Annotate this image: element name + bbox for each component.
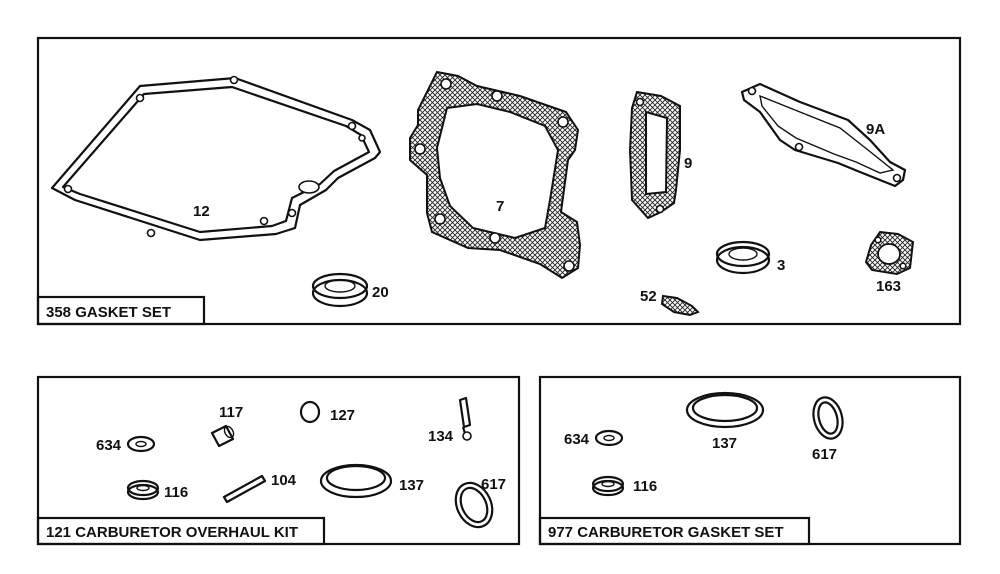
part-52-gasket: 52 <box>640 288 700 317</box>
kit-gasket-set: 358 GASKET SET 12 7 <box>36 36 962 326</box>
label-617: 617 <box>812 446 837 463</box>
label-116: 116 <box>633 478 657 495</box>
part-634-washer: 634 <box>96 435 156 454</box>
part-134-needle: 134 <box>428 396 472 445</box>
label-52: 52 <box>640 288 657 305</box>
gasket-set-title: 358 GASKET SET <box>46 304 171 321</box>
label-104: 104 <box>271 472 297 489</box>
label-137: 137 <box>399 477 424 494</box>
part-7-head-gasket: 7 <box>409 70 582 280</box>
kit-carburetor-gasket-set: 977 CARBURETOR GASKET SET 634 137 617 11… <box>538 375 962 546</box>
part-137-ring: 137 <box>685 391 765 452</box>
label-617: 617 <box>481 476 506 493</box>
kit-carburetor-overhaul-kit: 121 CARBURETOR OVERHAUL KIT 117 127 134 … <box>36 375 521 546</box>
part-20-oil-seal: 20 <box>311 272 389 308</box>
gasket-set-title-box <box>36 295 206 326</box>
label-127: 127 <box>330 407 355 424</box>
carb-gasket-set-title-box <box>538 516 811 546</box>
label-137: 137 <box>712 435 737 452</box>
part-617-ring: 617 <box>454 476 506 529</box>
gasket-set-frame <box>36 36 962 326</box>
label-634: 634 <box>564 431 590 448</box>
part-163-gasket: 163 <box>864 230 915 295</box>
label-9: 9 <box>684 155 692 172</box>
label-9a: 9A <box>866 121 885 138</box>
part-617-ring: 617 <box>812 396 844 463</box>
label-20: 20 <box>372 284 389 301</box>
part-116-washer: 116 <box>591 475 657 497</box>
part-117-pin: 117 <box>210 404 243 448</box>
label-634: 634 <box>96 437 122 454</box>
part-9-exhaust-gasket: 9 <box>628 90 692 220</box>
label-12: 12 <box>193 203 210 220</box>
part-116-washer: 116 <box>126 479 188 501</box>
label-163: 163 <box>876 278 901 295</box>
part-634-washer: 634 <box>564 429 624 448</box>
label-134: 134 <box>428 428 454 445</box>
part-12-crankcase-gasket: 12 <box>50 75 382 242</box>
part-127-ring: 127 <box>299 400 355 424</box>
carb-gasket-set-title: 977 CARBURETOR GASKET SET <box>548 524 784 541</box>
label-116: 116 <box>164 484 188 501</box>
part-137-ring: 137 <box>319 463 424 499</box>
label-3: 3 <box>777 257 785 274</box>
overhaul-kit-title-box <box>36 516 326 546</box>
part-104-shaft: 104 <box>222 472 297 504</box>
overhaul-kit-title: 121 CARBURETOR OVERHAUL KIT <box>46 524 298 541</box>
label-117: 117 <box>219 404 243 421</box>
label-7: 7 <box>496 198 504 215</box>
part-9a-intake-gasket: 9A <box>740 82 907 188</box>
part-3-oil-seal: 3 <box>715 240 785 275</box>
